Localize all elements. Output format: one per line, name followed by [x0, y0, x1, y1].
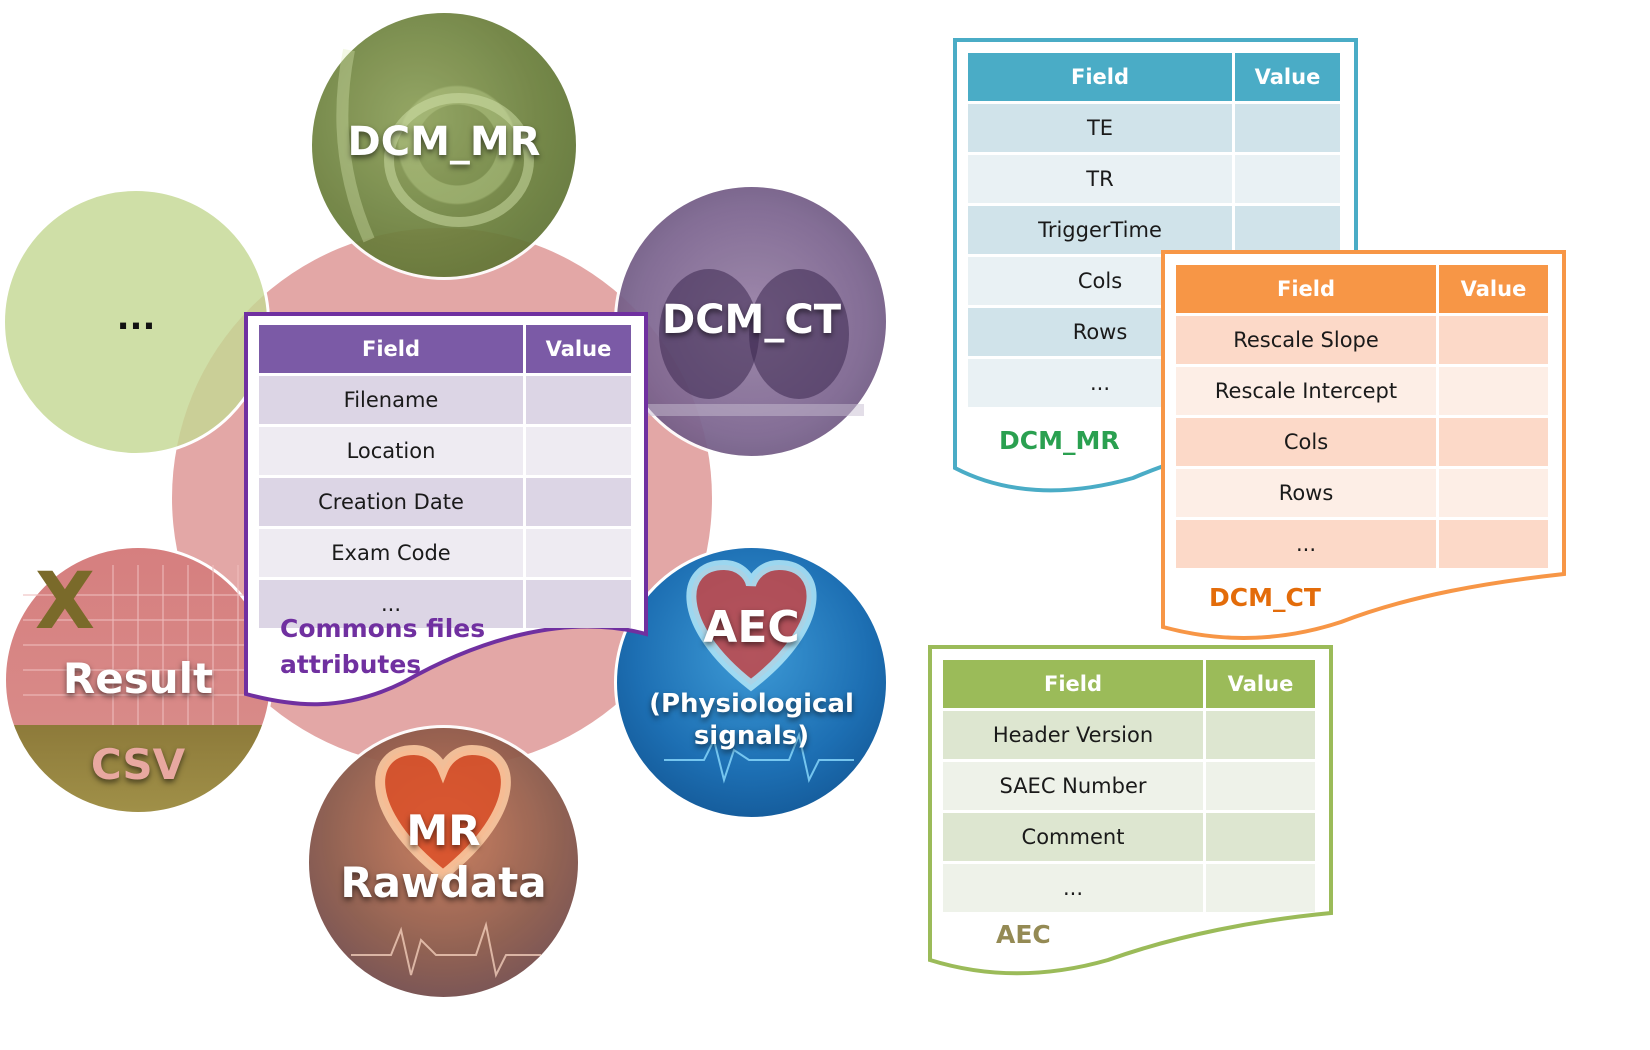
aec-header-field: Field	[943, 660, 1203, 708]
common-row-2: Creation Date	[259, 478, 523, 526]
common-header-value: Value	[526, 325, 631, 373]
mr-row-0: TE	[968, 104, 1232, 152]
aec-card: Field Value Header Version SAEC Number C…	[928, 645, 1333, 976]
bubble-more-label: ...	[116, 298, 156, 338]
bubble-result-sublabel: CSV	[90, 740, 186, 789]
mr-header-value: Value	[1235, 53, 1340, 101]
ct-header-value: Value	[1439, 265, 1548, 313]
value-cell	[1235, 155, 1340, 203]
value-cell	[526, 478, 631, 526]
common-card-caption-2: attributes	[280, 650, 422, 679]
aec-row-0: Header Version	[943, 711, 1203, 759]
table-row: Exam Code	[259, 529, 631, 577]
common-row-0: Filename	[259, 376, 523, 424]
value-cell	[1206, 864, 1315, 912]
common-row-1: Location	[259, 427, 523, 475]
value-cell	[1439, 469, 1548, 517]
ct-row-1: Rescale Intercept	[1176, 367, 1436, 415]
value-cell	[1206, 813, 1315, 861]
table-row: Comment	[943, 813, 1315, 861]
value-cell	[1439, 316, 1548, 364]
value-cell	[1439, 367, 1548, 415]
aec-header-value: Value	[1206, 660, 1315, 708]
bubble-dcm-mr-label: DCM_MR	[347, 119, 541, 165]
bubble-result-label: Result	[62, 654, 214, 703]
lungs-icon	[644, 269, 864, 416]
ct-row-3: Rows	[1176, 469, 1436, 517]
value-cell	[1439, 418, 1548, 466]
table-row: TriggerTime	[968, 206, 1340, 254]
common-header-field: Field	[259, 325, 523, 373]
aec-row-3: ...	[943, 864, 1203, 912]
common-row-3: Exam Code	[259, 529, 523, 577]
value-cell	[526, 427, 631, 475]
common-card-caption-1: Commons files	[280, 614, 486, 643]
table-row: Header Version	[943, 711, 1315, 759]
table-row: Location	[259, 427, 631, 475]
ct-row-4: ...	[1176, 520, 1436, 568]
value-cell	[526, 580, 631, 628]
value-cell	[1206, 711, 1315, 759]
table-row: Rows	[1176, 469, 1548, 517]
value-cell	[1439, 520, 1548, 568]
aec-table: Field Value Header Version SAEC Number C…	[940, 657, 1318, 915]
table-row: ...	[943, 864, 1315, 912]
mr-row-2: TriggerTime	[968, 206, 1232, 254]
aec-row-2: Comment	[943, 813, 1203, 861]
excel-x-icon: X	[34, 557, 96, 647]
mr-texture-icon	[336, 48, 534, 243]
value-cell	[1235, 104, 1340, 152]
heart-icon	[664, 559, 854, 784]
table-row: ...	[259, 580, 631, 628]
mr-header-field: Field	[968, 53, 1232, 101]
aec-row-1: SAEC Number	[943, 762, 1203, 810]
ct-row-2: Cols	[1176, 418, 1436, 466]
spreadsheet-icon	[23, 565, 263, 725]
dcm-ct-table: Field Value Rescale Slope Rescale Interc…	[1173, 262, 1551, 571]
value-cell	[1235, 206, 1340, 254]
table-row: TE	[968, 104, 1340, 152]
table-row: Filename	[259, 376, 631, 424]
value-cell	[1206, 762, 1315, 810]
dcm-mr-card-caption: DCM_MR	[999, 426, 1120, 455]
bubble-mr-rawdata-label-1: MR	[406, 806, 481, 855]
common-row-4: ...	[259, 580, 523, 628]
bubble-aec-sublabel-2: signals)	[693, 721, 810, 751]
aec-card-caption: AEC	[996, 920, 1051, 949]
value-cell	[526, 529, 631, 577]
ct-header-field: Field	[1176, 265, 1436, 313]
bubble-dcm-ct-label: DCM_CT	[661, 297, 841, 343]
mr-row-1: TR	[968, 155, 1232, 203]
common-attributes-card: Field Value Filename Location Creation D…	[244, 312, 648, 710]
dcm-ct-card: Field Value Rescale Slope Rescale Interc…	[1161, 250, 1566, 642]
bubble-more	[2, 188, 270, 456]
value-cell	[526, 376, 631, 424]
common-attributes-table: Field Value Filename Location Creation D…	[256, 322, 634, 631]
bubble-aec-label: AEC	[703, 602, 800, 653]
table-row: Creation Date	[259, 478, 631, 526]
table-row: SAEC Number	[943, 762, 1315, 810]
ct-row-0: Rescale Slope	[1176, 316, 1436, 364]
dcm-ct-card-caption: DCM_CT	[1209, 583, 1321, 612]
table-row: Rescale Slope	[1176, 316, 1548, 364]
table-row: ...	[1176, 520, 1548, 568]
bubble-aec-sublabel-1: (Physiological	[649, 689, 854, 719]
bubble-mr-rawdata-label-2: Rawdata	[340, 858, 547, 907]
table-row: Rescale Intercept	[1176, 367, 1548, 415]
table-row: Cols	[1176, 418, 1548, 466]
table-row: TR	[968, 155, 1340, 203]
rawdata-heart-icon	[351, 744, 541, 979]
